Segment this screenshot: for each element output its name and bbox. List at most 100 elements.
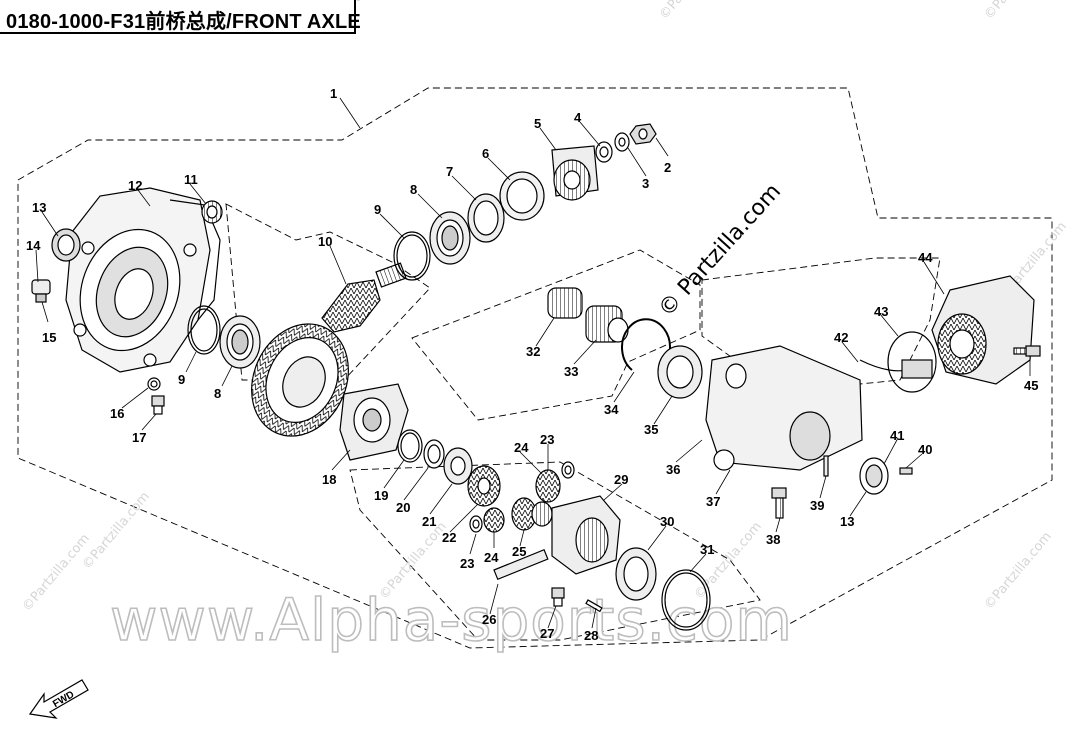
o-ring-9-left-part: [187, 305, 221, 355]
label-13-right: 13: [840, 514, 854, 529]
label-11: 11: [184, 172, 198, 187]
o-ring-43-part: [887, 331, 937, 393]
label-32: 32: [526, 344, 540, 359]
label-22: 22: [442, 530, 456, 545]
bearing-8-top-part: [429, 211, 471, 265]
bearing-7-part: [467, 193, 505, 243]
label-24-top: 24: [514, 440, 529, 455]
side-gear-25-part: [511, 497, 553, 531]
bearing-30-part: [615, 547, 657, 601]
watermark-corner-5: ©Partzilla.com: [80, 489, 153, 572]
needle-bearing-11-part: [201, 200, 223, 224]
washer-3-part: [614, 132, 630, 152]
watermark-corner-2: ©Partzilla.com: [657, 0, 730, 23]
label-2: 2: [664, 160, 671, 175]
bolt-38-part: [771, 487, 787, 519]
label-36: 36: [666, 462, 680, 477]
spider-gear-24-bottom-part: [483, 507, 505, 533]
seal-41-part: [859, 457, 889, 495]
label-14: 14: [26, 238, 41, 253]
label-28: 28: [584, 628, 598, 643]
label-44: 44: [918, 250, 933, 265]
label-37: 37: [706, 494, 720, 509]
watermark-corner-3: ©Partzilla.com: [982, 0, 1055, 23]
spider-gear-24-top-part: [535, 469, 561, 503]
label-1: 1: [330, 86, 337, 101]
drain-bolt-17-part: [151, 395, 165, 415]
housing-right-36-part: [705, 345, 863, 471]
flange-5-part: [551, 145, 599, 201]
watermark-corner-4: ©Partzilla.com: [20, 531, 93, 614]
label-3: 3: [642, 176, 649, 191]
plate-21-part: [443, 447, 473, 485]
bolt-45-part: [1013, 345, 1041, 357]
hub-33-part: [585, 305, 629, 343]
bearing-8-left-part: [219, 315, 261, 369]
seal-13-left-part: [51, 228, 81, 262]
label-40: 40: [918, 442, 932, 457]
label-30: 30: [660, 514, 674, 529]
pin-39-part: [823, 455, 829, 477]
label-42: 42: [834, 330, 848, 345]
ring-gear-part: [251, 323, 349, 437]
label-9-left: 9: [178, 372, 185, 387]
title-box: 0180-1000-F31前桥总成/FRONT AXLE: [0, 0, 361, 34]
label-27: 27: [540, 626, 554, 641]
pin-40-part: [899, 467, 913, 475]
diff-case-29-part: [551, 495, 621, 575]
shaft-26-part: [493, 548, 549, 581]
seal-6-part: [499, 171, 545, 221]
pin-28-part: [585, 599, 603, 613]
o-ring-19-part: [397, 429, 423, 463]
watermark-main: www.Alpha-sports.com: [110, 586, 793, 654]
label-5: 5: [534, 116, 541, 131]
label-25: 25: [512, 544, 526, 559]
pinion-10-part: [321, 262, 407, 333]
label-6: 6: [482, 146, 489, 161]
label-45: 45: [1024, 378, 1038, 393]
label-33: 33: [564, 364, 578, 379]
bolt-27-part: [551, 587, 565, 607]
label-34: 34: [604, 402, 619, 417]
part-number-labels: 1 2 3 4 5 6 7 8 8 9 9 10 11 12 13 13 14 …: [26, 86, 1038, 643]
label-15: 15: [42, 330, 56, 345]
page-title: 0180-1000-F31前桥总成/FRONT AXLE: [6, 11, 361, 33]
label-8-top: 8: [410, 182, 417, 197]
housing-left-part: [65, 187, 221, 373]
nut-2-part: [629, 123, 657, 145]
plug-14-part: [31, 279, 51, 303]
fwd-arrow-icon: FWD: [28, 679, 89, 719]
bearing-32-part: [547, 287, 583, 319]
o-ring-9-top-part: [393, 231, 431, 281]
label-16: 16: [110, 406, 124, 421]
label-19: 19: [374, 488, 388, 503]
washer-16-part: [147, 377, 161, 391]
label-29: 29: [614, 472, 628, 487]
label-12: 12: [128, 178, 142, 193]
label-31: 31: [700, 542, 714, 557]
label-20: 20: [396, 500, 410, 515]
cover-18-part: [339, 383, 409, 461]
ring-31-part: [661, 569, 711, 631]
label-35: 35: [644, 422, 658, 437]
label-8-left: 8: [214, 386, 221, 401]
label-23-bottom: 23: [460, 556, 474, 571]
fwd-label: FWD: [51, 689, 76, 710]
wire-42-part: [859, 359, 933, 379]
label-43: 43: [874, 304, 888, 319]
label-7: 7: [446, 164, 453, 179]
label-24-bottom: 24: [484, 550, 499, 565]
bearing-35-part: [657, 345, 703, 399]
washer-20-part: [423, 439, 445, 469]
label-41: 41: [890, 428, 904, 443]
label-18: 18: [322, 472, 336, 487]
watermark-corner-8: ©Partzilla.com: [982, 529, 1055, 612]
washer-4-part: [595, 141, 613, 163]
label-21: 21: [422, 514, 436, 529]
label-38: 38: [766, 532, 780, 547]
actuator-44-part: [931, 275, 1035, 385]
label-17: 17: [132, 430, 146, 445]
label-4: 4: [574, 110, 582, 125]
